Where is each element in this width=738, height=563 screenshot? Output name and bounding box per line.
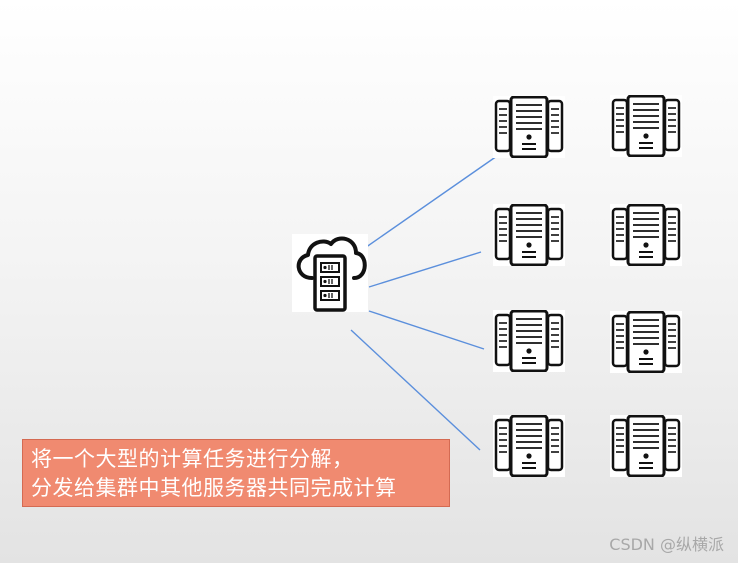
watermark: CSDN @纵横派 [609,535,724,554]
server-rack-icon [493,310,565,372]
server-rack-icon [610,311,682,373]
server-rack-icon [493,96,565,158]
connector-line-2 [368,251,482,288]
connector-line-4 [350,329,481,451]
server-rack-icon [493,415,565,477]
server-rack-icon [493,204,565,266]
server-rack-icon [610,415,682,477]
connector-line-1 [361,155,498,251]
caption-line-2: 分发给集群中其他服务器共同完成计算 [31,476,397,500]
connector-line-3 [368,310,485,350]
caption-line-1: 将一个大型的计算任务进行分解， [31,447,354,471]
worker-server-grid [493,95,682,477]
connectors [350,155,498,451]
server-rack-icon [610,204,682,266]
task-description-callout: 将一个大型的计算任务进行分解， 分发给集群中其他服务器共同完成计算 [22,439,450,507]
cloud-server-icon [292,234,368,312]
server-rack-icon [610,95,682,157]
